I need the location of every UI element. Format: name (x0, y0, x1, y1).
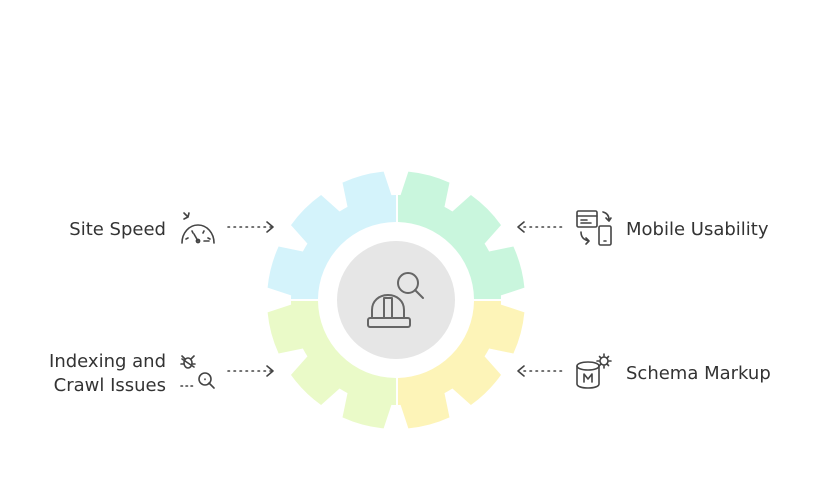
hard-hat-magnifier-icon (367, 272, 424, 328)
speedometer-icon (178, 210, 218, 246)
gear-segment-mobile-usability (398, 171, 525, 299)
connectors (227, 221, 567, 377)
gear-segment-site-speed (267, 171, 396, 299)
indexing-label-line1: Indexing and (49, 351, 166, 372)
mobile-usability-label: Mobile Usability (626, 219, 769, 240)
database-markup-icon (575, 352, 615, 392)
indexing-label-line2: Crawl Issues (53, 375, 166, 396)
schema-markup-label: Schema Markup (626, 363, 771, 384)
bug-search-icon (178, 352, 218, 392)
indexing-label: Indexing and Crawl Issues (49, 350, 166, 398)
gear-segment-indexing-crawl (267, 301, 396, 429)
site-speed-label: Site Speed (69, 219, 166, 240)
responsive-devices-icon (575, 208, 615, 248)
gear-hub (337, 241, 455, 359)
gear-segment-schema-markup (398, 301, 525, 429)
